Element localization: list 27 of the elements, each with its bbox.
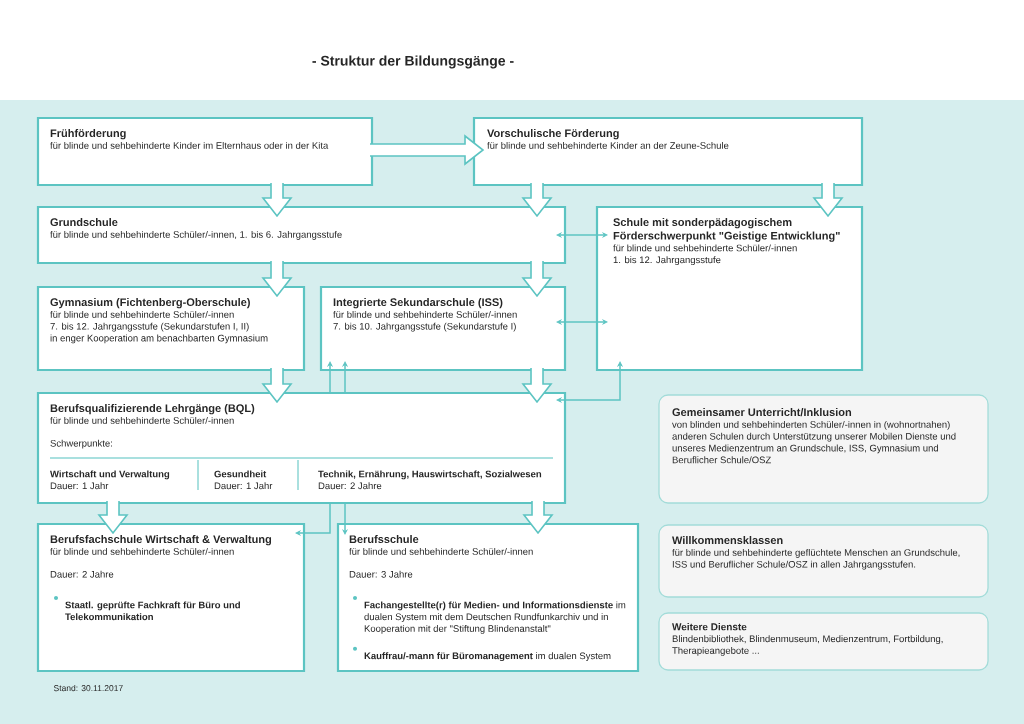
info-card: Willkommensklassen für blinde und sehbehinderte geflüchtete Menschen an Grundschule, ISS und Beruflicher Schule/OSZ in allen Jahrgangsstufen. xyxy=(658,524,989,598)
block-arrow xyxy=(261,182,293,218)
process-box: Berufsschule für blinde und sehbehinderte Schüler/-innen Dauer: 3 Jahre Fachangestellte(r) für Medien- und Informationsdienste im dualen System mit dem Deutschen Rundfunkarchiv und in Kooperation mit der "Stiftung Blindenanstalt" Kauffrau/-mann für Büromanagement im dualen System xyxy=(336,522,640,673)
info-card: Weitere Dienste Blindenbibliothek, Blindenmuseum, Medienzentrum, Fortbildung, Therapieangebote ... xyxy=(658,612,989,671)
block-arrow xyxy=(812,182,844,218)
block-arrow xyxy=(261,260,293,298)
block-arrow xyxy=(521,367,553,404)
process-box: Integrierte Sekundarschule (ISS) für blinde und sehbehinderte Schüler/-innen 7. bis 10. Jahrgangsstufe (Sekundarstufe I) xyxy=(319,285,567,372)
date-note: Stand: 30.11.2017 xyxy=(53,684,123,692)
process-box: Berufsqualifizierende Lehrgänge (BQL) für blinde und sehbehinderte Schüler/-innen Schwerpunkte: Wirtschaft und Verwaltung Dauer: 1 Jahr Gesundheit Dauer: 1 Jahr Technik, Ernährung, Hauswirtschaft, Sozialwesen Dauer: 2 Jahre xyxy=(36,391,567,505)
block-arrow xyxy=(369,134,485,166)
arrow xyxy=(556,318,608,326)
block-arrow xyxy=(261,367,293,404)
process-box: Berufsfachschule Wirtschaft & Verwaltung für blinde und sehbehinderte Schüler/-innen Dauer: 2 Jahre Staatl. geprüfte Fachkraft für Büro und Telekommunikation xyxy=(36,522,306,673)
title: - Struktur der Bildungsgänge - xyxy=(312,55,514,69)
process-box: Grundschule für blinde und sehbehinderte Schüler/-innen, 1. bis 6. Jahrgangsstufe xyxy=(36,205,567,265)
block-arrow xyxy=(521,260,553,298)
process-box: Frühförderung für blinde und sehbehinderte Kinder im Elternhaus oder in der Kita xyxy=(36,116,374,187)
process-box: Vorschulische Förderung für blinde und sehbehinderte Kinder an der Zeune-Schule xyxy=(472,116,864,187)
block-arrow xyxy=(522,500,554,535)
info-card: Gemeinsamer Unterricht/Inklusion von blinden und sehbehinderten Schüler/-innen in (wohnortnahen) anderen Schulen durch Unterstützung unserer Mobilen Dienste und unseres Medienzentrum an Grundschule, ISS, Gymnasium und Beruflicher Schule/OSZ xyxy=(658,394,989,504)
arrow xyxy=(556,231,608,239)
arrow xyxy=(295,502,331,537)
process-box: Gymnasium (Fichtenberg-Oberschule) für blinde und sehbehinderte Schüler/-innen 7. bis 12. Jahrgangsstufe (Sekundarstufen I, II) in enger Kooperation am benachbarten Gymnasium xyxy=(36,285,306,372)
process-box: Schule mit sonderpädagogischem Förderschwerpunkt "Geistige Entwicklung" für blinde und sehbehinderte Schüler/-innen 1. bis 12. Jahrgangsstufe xyxy=(595,205,864,372)
block-arrow xyxy=(521,182,553,218)
block-arrow xyxy=(97,500,129,535)
